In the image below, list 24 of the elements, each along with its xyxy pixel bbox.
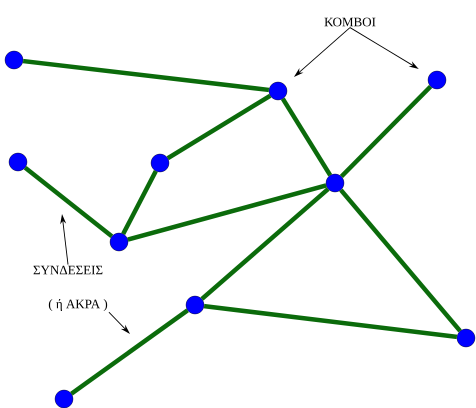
connection-line [22,58,270,92]
connection-line [200,187,330,301]
connection-line [166,94,272,160]
text-label: ΣΥΝΔΕΣΕΙΣ [33,266,102,274]
node-circle [54,390,74,408]
node-circle [268,82,288,100]
text-label: ΚΟΜΒΟΙ [324,18,376,26]
node-circle [186,296,204,314]
node-circle [150,154,170,172]
node-circle [8,152,28,172]
connection-line [280,98,332,176]
connection-line [121,170,158,235]
connection-line [340,84,432,178]
connection-line [127,183,327,242]
connection-line [70,308,189,396]
node-circle [110,232,128,252]
node-circle [428,70,446,90]
node-circle [326,174,344,192]
connection-line [24,166,114,238]
connection-line [204,304,458,340]
connection-line [339,188,462,332]
text-label: ( ή ΑΚΡΑ ) [48,299,108,311]
node-circle [4,50,24,70]
node-circle [456,328,476,348]
